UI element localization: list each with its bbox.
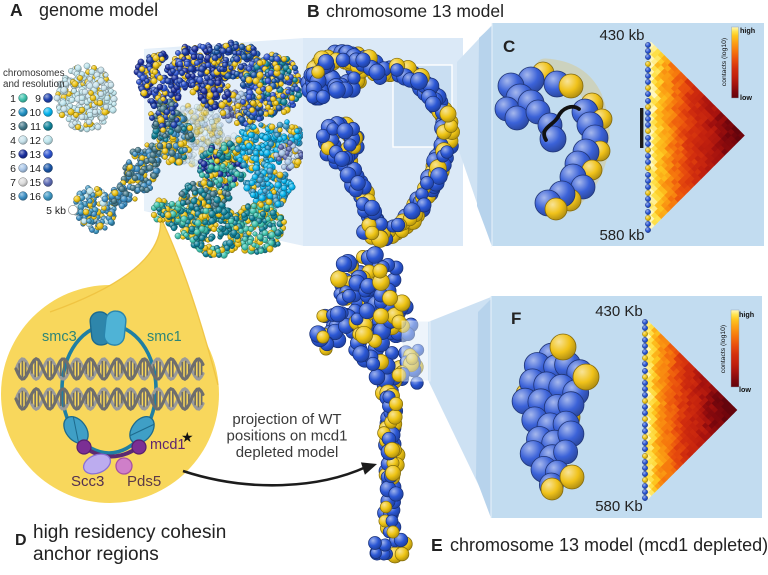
svg-text:depleted model: depleted model <box>236 444 339 461</box>
svg-text:11: 11 <box>30 121 41 133</box>
svg-text:5: 5 <box>10 149 16 161</box>
svg-text:430 Kb: 430 Kb <box>595 303 643 320</box>
svg-text:high: high <box>739 310 754 319</box>
svg-text:1: 1 <box>10 93 16 105</box>
svg-text:smc1: smc1 <box>147 329 182 345</box>
svg-text:high: high <box>740 26 755 35</box>
svg-text:chromosome 13 model (mcd1 depl: chromosome 13 model (mcd1 depleted) <box>450 535 768 555</box>
svg-text:5 kb: 5 kb <box>46 205 66 217</box>
svg-text:D: D <box>15 532 27 549</box>
svg-text:smc3: smc3 <box>42 329 77 345</box>
svg-text:C: C <box>503 37 515 56</box>
svg-text:E: E <box>431 535 443 555</box>
svg-text:3: 3 <box>10 121 16 133</box>
svg-text:14: 14 <box>29 163 41 175</box>
svg-text:chromosome 13 model: chromosome 13 model <box>326 1 504 21</box>
svg-text:contacts (log10): contacts (log10) <box>720 325 727 373</box>
svg-text:4: 4 <box>10 135 16 147</box>
svg-text:6: 6 <box>10 163 16 175</box>
svg-text:anchor regions: anchor regions <box>33 544 159 565</box>
svg-text:B: B <box>307 1 320 21</box>
svg-text:8: 8 <box>10 191 16 203</box>
svg-text:positions on mcd1: positions on mcd1 <box>227 428 348 445</box>
svg-text:and resolution: and resolution <box>3 79 65 90</box>
svg-text:15: 15 <box>29 177 41 189</box>
svg-text:genome model: genome model <box>39 0 158 20</box>
svg-text:A: A <box>10 0 23 20</box>
svg-text:2: 2 <box>10 107 16 119</box>
svg-text:chromosomes: chromosomes <box>3 68 65 79</box>
svg-text:16: 16 <box>29 191 41 203</box>
svg-text:7: 7 <box>10 177 16 189</box>
svg-text:★: ★ <box>181 429 194 445</box>
svg-text:high residency cohesin: high residency cohesin <box>33 522 226 543</box>
svg-text:580 Kb: 580 Kb <box>595 498 643 515</box>
svg-text:Pds5: Pds5 <box>127 473 161 490</box>
svg-text:430 kb: 430 kb <box>599 27 644 44</box>
svg-text:contacts (log10): contacts (log10) <box>721 38 728 86</box>
svg-text:F: F <box>511 309 521 328</box>
svg-text:9: 9 <box>35 93 41 105</box>
svg-text:low: low <box>740 93 752 102</box>
svg-text:12: 12 <box>29 135 41 147</box>
svg-text:projection of WT: projection of WT <box>232 411 341 428</box>
svg-text:580 kb: 580 kb <box>599 227 644 244</box>
svg-text:Scc3: Scc3 <box>71 473 104 490</box>
svg-text:13: 13 <box>29 149 41 161</box>
svg-text:10: 10 <box>29 107 41 119</box>
svg-text:low: low <box>739 385 751 394</box>
